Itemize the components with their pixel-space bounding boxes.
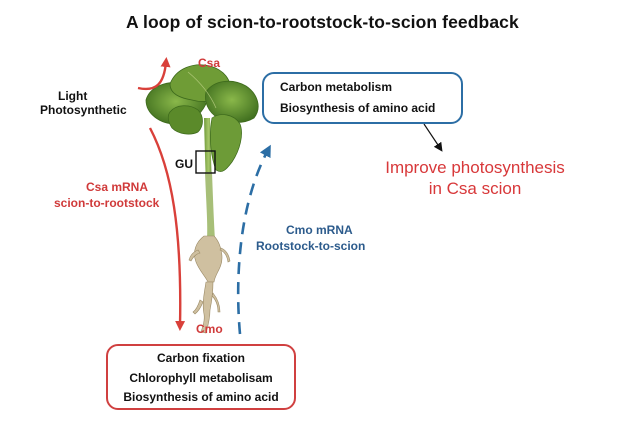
leaf-right xyxy=(205,80,259,123)
csa-mrna-label: Csa mRNA xyxy=(86,180,149,194)
scion-pathway-line: Biosynthesis of amino acid xyxy=(280,101,436,115)
root-system xyxy=(188,235,231,334)
photosynthetic-label: Photosynthetic xyxy=(40,103,127,117)
outcome-line-2: in Csa scion xyxy=(428,179,522,198)
csa-label: Csa xyxy=(198,56,221,70)
rootstock-pathway-line: Carbon fixation xyxy=(156,351,245,365)
scion-pathways-box: Carbon metabolism Biosynthesis of amino … xyxy=(262,72,463,124)
scion-pathway-line: Carbon metabolism xyxy=(280,80,393,94)
rootstock-to-scion-label: Rootstock-to-scion xyxy=(256,239,366,253)
csa-top-arrow xyxy=(137,57,171,91)
to-outcome-arrow xyxy=(423,123,443,152)
rootstock-pathway-line: Chlorophyll metabolisam xyxy=(129,371,273,385)
cmo-mrna-label: Cmo mRNA xyxy=(286,223,353,237)
light-label: Light xyxy=(58,89,88,103)
graft-union-label: GU xyxy=(175,157,193,171)
outcome-line-1: Improve photosynthesis xyxy=(385,158,565,177)
rootstock-to-scion-arrow xyxy=(236,144,271,335)
scion-to-rootstock-label: scion-to-rootstock xyxy=(54,196,160,210)
rootstock-hypocotyl xyxy=(205,172,215,240)
rootstock-pathway-line: Biosynthesis of amino acid xyxy=(123,390,279,404)
graft-union-marker xyxy=(195,150,216,174)
scion-to-rootstock-arrow xyxy=(148,127,186,331)
diagram-title: A loop of scion-to-rootstock-to-scion fe… xyxy=(126,12,519,32)
outcome-text: Improve photosynthesis in Csa scion xyxy=(365,157,585,199)
leaf-lower-left xyxy=(167,105,203,135)
leaf-vein xyxy=(187,71,217,109)
leaf-lower-right xyxy=(210,114,242,172)
seedling-illustration xyxy=(145,64,259,334)
cmo-label: Cmo xyxy=(196,322,223,336)
rootstock-pathways-box: Carbon fixation Chlorophyll metabolisam … xyxy=(106,344,296,410)
